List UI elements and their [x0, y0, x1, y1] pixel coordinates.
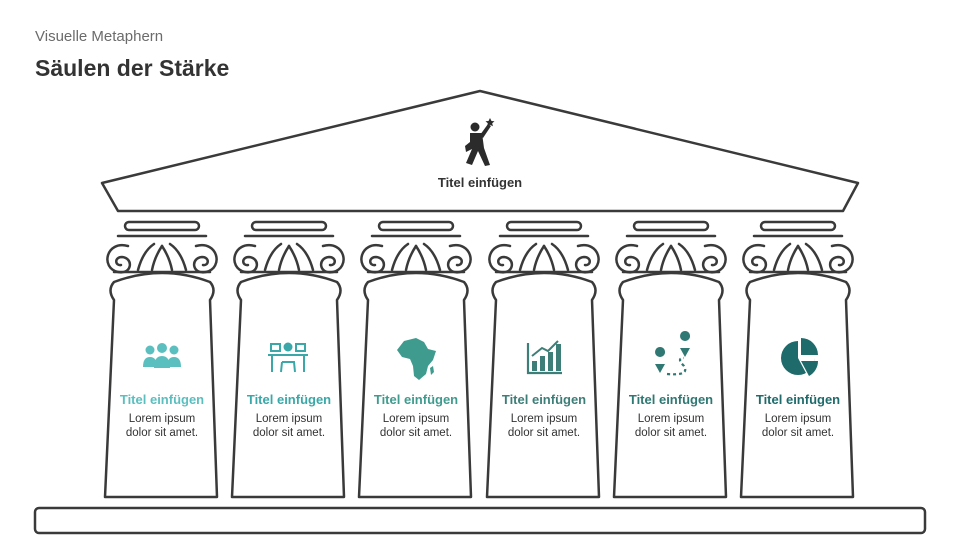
pillar-title: Titel einfügen [755, 392, 841, 407]
capital-abacus [759, 220, 837, 232]
pillar-shaft [357, 271, 473, 499]
pillar-body-line2: dolor sit amet. [252, 427, 326, 439]
route-map-pin-icon [655, 331, 691, 376]
capital-flute [390, 242, 410, 272]
pillar-title: Titel einfügen [246, 392, 332, 407]
bar-chart-growth-icon [526, 340, 562, 375]
capital-flute [659, 244, 673, 272]
capital-abacus [377, 220, 455, 232]
pillar-shaft [230, 271, 346, 499]
capital-flute [796, 244, 810, 272]
roof-title: Titel einfügen [437, 175, 523, 190]
capital-flute [136, 242, 156, 272]
capital-flute [804, 242, 824, 272]
capital-volute-right [193, 243, 218, 274]
capital-flute [287, 244, 301, 272]
capital-flute [404, 244, 418, 272]
capital-flute [295, 242, 315, 272]
africa-map-icon [397, 338, 436, 380]
capital-volute-right [702, 243, 727, 274]
pillar-body-line1: Lorem ipsum [128, 413, 196, 425]
capital-flute [786, 244, 800, 272]
capital-flute [160, 244, 174, 272]
capital-flute [645, 242, 665, 272]
pillar-body-line2: dolor sit amet. [507, 427, 581, 439]
capital-abacus [505, 220, 583, 232]
capital-abacus [250, 220, 328, 232]
capital-volute-left [233, 243, 258, 274]
pillar-body-line1: Lorem ipsum [382, 413, 450, 425]
pillar-body-line1: Lorem ipsum [637, 413, 705, 425]
temple-base [33, 506, 927, 535]
capital-volute-right [575, 243, 600, 274]
pillar-title: Titel einfügen [501, 392, 587, 407]
capital-flute [150, 244, 164, 272]
pillar-body-line2: dolor sit amet. [379, 427, 453, 439]
capital-volute-left [106, 243, 131, 274]
capital-flute [677, 242, 697, 272]
capital-volute-left [742, 243, 767, 274]
pillar-shaft [103, 271, 219, 499]
pillar-body-line2: dolor sit amet. [634, 427, 708, 439]
capital-volute-right [447, 243, 472, 274]
pie-chart-icon [781, 338, 819, 376]
roof-pediment [100, 89, 860, 213]
pillar-shaft [739, 271, 855, 499]
capital-volute-left [360, 243, 385, 274]
pillar-shaft [485, 271, 601, 499]
pillar-title: Titel einfügen [628, 392, 714, 407]
meeting-desk-icon [268, 342, 308, 373]
page-subtitle: Visuelle Metaphern [35, 28, 164, 45]
capital-abacus [123, 220, 201, 232]
capital-flute [550, 242, 570, 272]
pillar-title: Titel einfügen [119, 392, 205, 407]
capital-flute [772, 242, 792, 272]
pillar-shaft [612, 271, 728, 499]
capital-volute-right [829, 243, 854, 274]
pillar-body-line2: dolor sit amet. [761, 427, 835, 439]
pillar-body-line1: Lorem ipsum [255, 413, 323, 425]
team-icon [143, 343, 181, 368]
page-title: Säulen der Stärke [35, 55, 230, 81]
capital-volute-left [615, 243, 640, 274]
capital-flute [277, 244, 291, 272]
capital-flute [168, 242, 188, 272]
capital-flute [263, 242, 283, 272]
pillar-body-line1: Lorem ipsum [510, 413, 578, 425]
capital-volute-left [488, 243, 513, 274]
capital-flute [669, 244, 683, 272]
capital-flute [542, 244, 556, 272]
capital-flute [422, 242, 442, 272]
person-reaching-star-icon [465, 118, 495, 166]
pillar-body-line2: dolor sit amet. [125, 427, 199, 439]
capital-volute-right [320, 243, 345, 274]
capital-flute [518, 242, 538, 272]
capital-flute [532, 244, 546, 272]
capital-abacus [632, 220, 710, 232]
capital-flute [414, 244, 428, 272]
pillar-body-line1: Lorem ipsum [764, 413, 832, 425]
pillar-title: Titel einfügen [373, 392, 459, 407]
